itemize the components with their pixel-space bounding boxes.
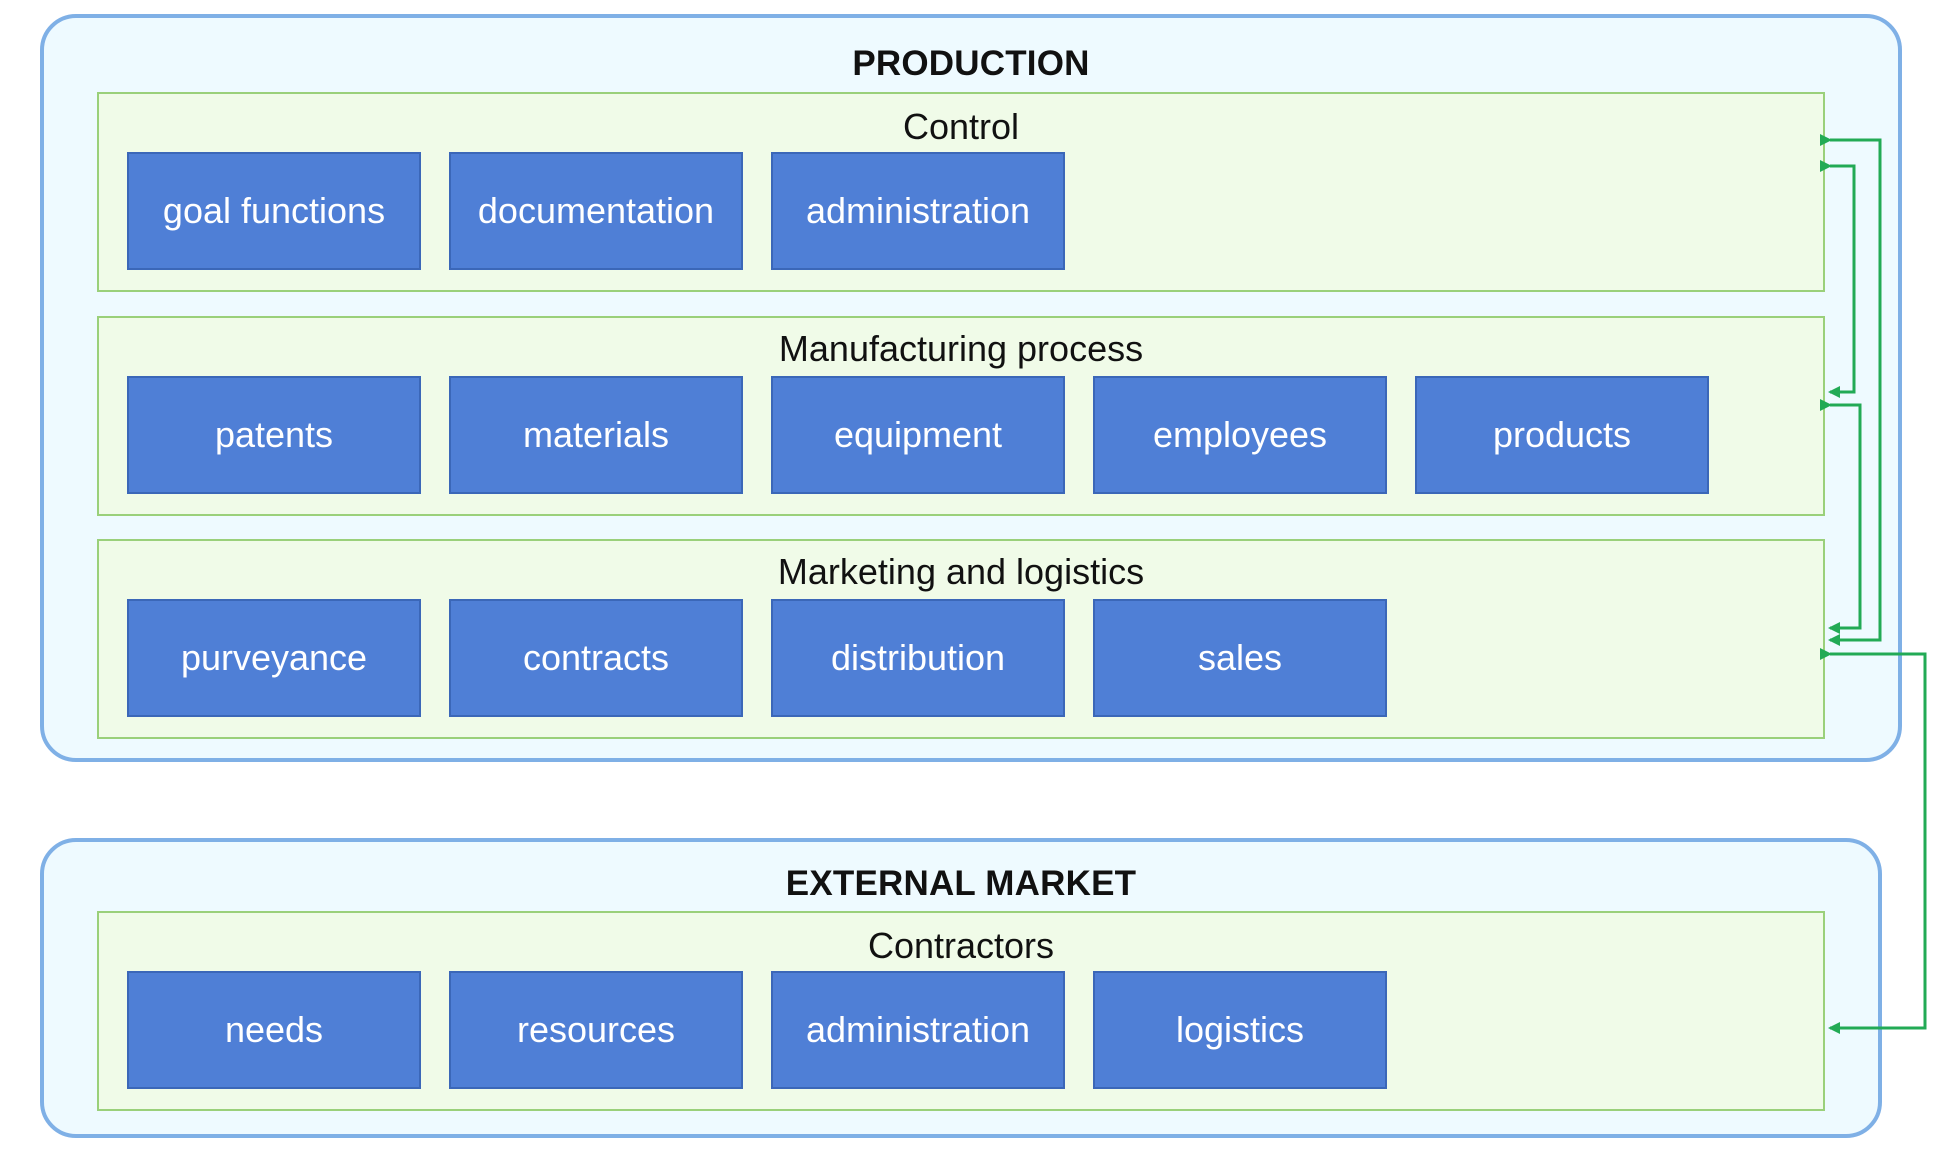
layer-manufacturing-process: Manufacturing process patents materials …	[97, 316, 1825, 516]
node-goal-functions: goal functions	[127, 152, 421, 270]
layer-title: Control	[902, 106, 1020, 147]
node-products: products	[1415, 376, 1709, 494]
layer-contractors: Contractors needs resources administrati…	[97, 911, 1825, 1111]
node-sales: sales	[1093, 599, 1387, 717]
layer-title: Contractors	[867, 925, 1055, 966]
node-administration: administration	[771, 152, 1065, 270]
layer-marketing-logistics: Marketing and logistics purveyance contr…	[97, 539, 1825, 739]
node-equipment: equipment	[771, 376, 1065, 494]
layer-control: Control goal functions documentation adm…	[97, 92, 1825, 292]
node-needs: needs	[127, 971, 421, 1089]
external-market-title: EXTERNAL MARKET	[785, 864, 1137, 903]
node-employees: employees	[1093, 376, 1387, 494]
node-documentation: documentation	[449, 152, 743, 270]
node-resources: resources	[449, 971, 743, 1089]
node-contracts: contracts	[449, 599, 743, 717]
layer-title: Manufacturing process	[778, 328, 1144, 369]
node-purveyance: purveyance	[127, 599, 421, 717]
node-materials: materials	[449, 376, 743, 494]
production-title: PRODUCTION	[852, 44, 1090, 83]
layer-title: Marketing and logistics	[777, 551, 1145, 592]
node-patents: patents	[127, 376, 421, 494]
node-distribution: distribution	[771, 599, 1065, 717]
node-logistics: logistics	[1093, 971, 1387, 1089]
node-administration-contractors: administration	[771, 971, 1065, 1089]
